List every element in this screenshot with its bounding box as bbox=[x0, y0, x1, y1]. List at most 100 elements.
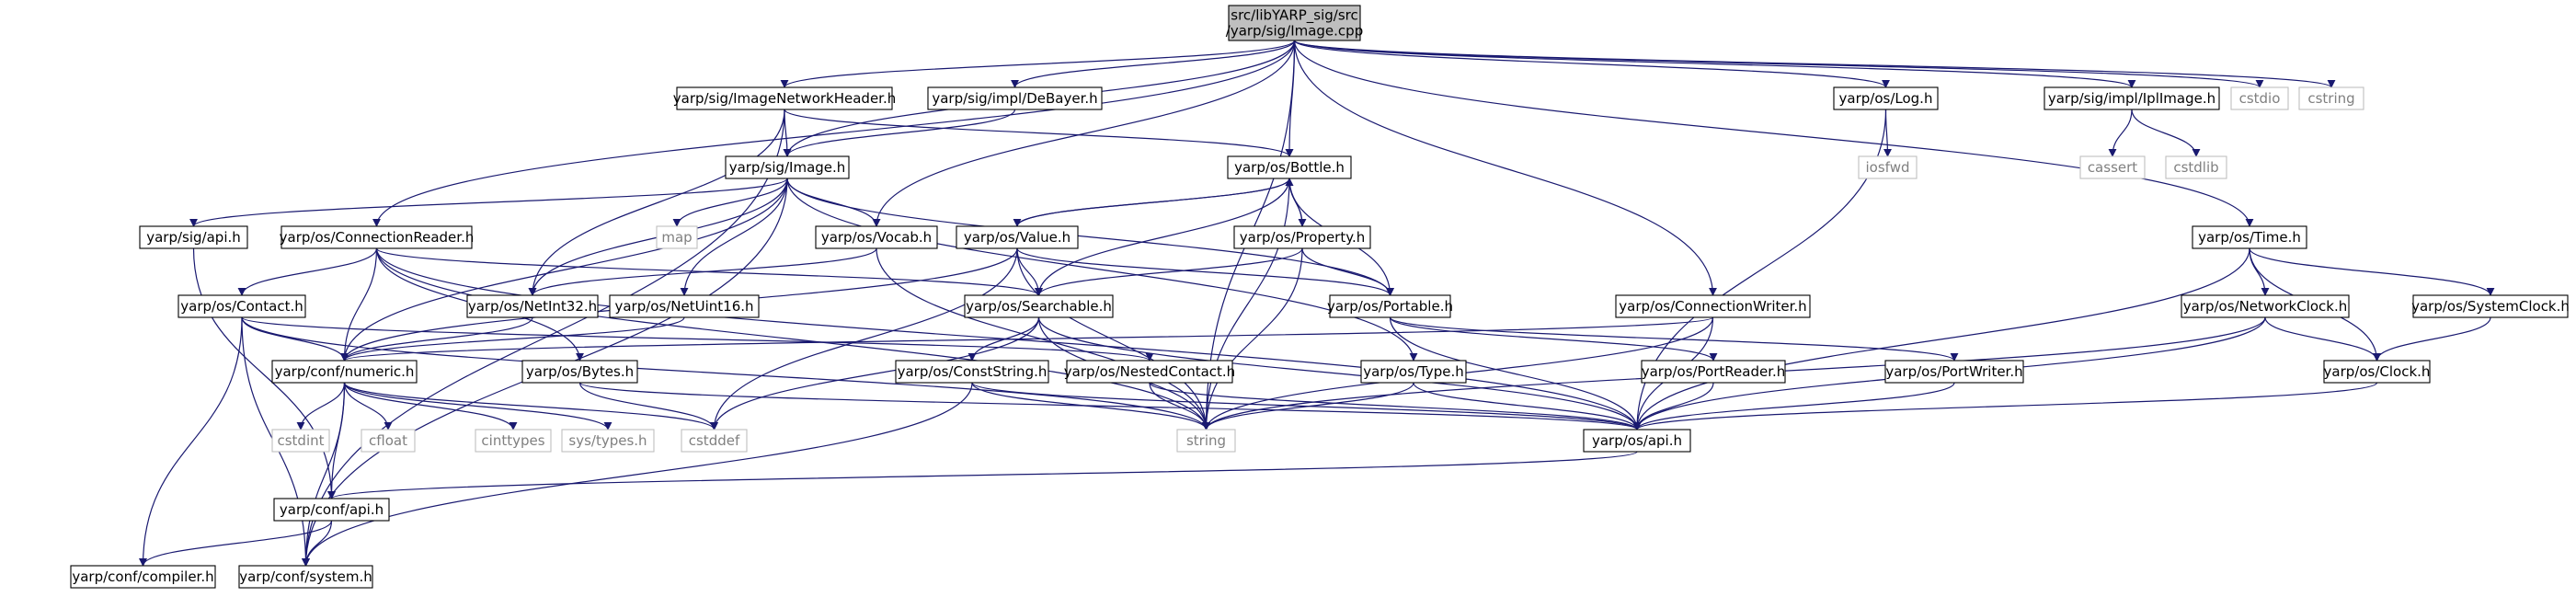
node-PortReader[interactable]: yarp/os/PortReader.h bbox=[1641, 360, 1786, 384]
edge-Value-to-cstddef bbox=[710, 247, 1018, 431]
edge-ConnectionReader-to-Contact bbox=[237, 247, 378, 296]
node-Value[interactable]: yarp/os/Value.h bbox=[956, 225, 1079, 249]
edge-Image-to-sigapi bbox=[189, 178, 788, 227]
nodes-layer: src/libYARP_sig/src/yarp/sig/Image.cppya… bbox=[70, 5, 2570, 589]
edge-root-to-cstdio bbox=[1293, 40, 2264, 88]
node-box-cstdio bbox=[2230, 86, 2289, 110]
node-box-Clock bbox=[2323, 360, 2431, 384]
node-root[interactable]: src/libYARP_sig/src/yarp/sig/Image.cpp bbox=[1226, 5, 1363, 41]
edge-ConnectionWriter-to-numeric bbox=[340, 316, 1714, 362]
node-label-cstdint: cstdint bbox=[277, 432, 324, 449]
edge-Contact-to-numeric bbox=[241, 316, 349, 362]
node-Clock[interactable]: yarp/os/Clock.h bbox=[2323, 360, 2431, 384]
node-label-root: src/libYARP_sig/src bbox=[1231, 7, 1358, 25]
node-PortWriter[interactable]: yarp/os/PortWriter.h bbox=[1884, 360, 2024, 384]
node-iosfwd: iosfwd bbox=[1858, 155, 1918, 179]
node-box-NetUint16 bbox=[609, 294, 760, 318]
node-Type[interactable]: yarp/os/Type.h bbox=[1360, 360, 1467, 384]
node-box-NetInt32 bbox=[466, 294, 599, 318]
edge-ConnectionReader-to-Searchable bbox=[375, 247, 1043, 296]
edge-ImageNetworkHeader-to-Bottle bbox=[784, 109, 1294, 157]
node-confapi[interactable]: yarp/conf/api.h bbox=[273, 498, 390, 522]
node-box-cstring bbox=[2298, 86, 2364, 110]
node-label-Portable: yarp/os/Portable.h bbox=[1327, 298, 1453, 315]
node-label-sigapi: yarp/sig/api.h bbox=[146, 229, 241, 246]
node-sigapi[interactable]: yarp/sig/api.h bbox=[139, 225, 248, 249]
node-Searchable[interactable]: yarp/os/Searchable.h bbox=[964, 294, 1114, 318]
node-box-numeric bbox=[271, 360, 418, 384]
node-Log[interactable]: yarp/os/Log.h bbox=[1833, 86, 1939, 110]
node-Property[interactable]: yarp/os/Property.h bbox=[1233, 225, 1371, 249]
node-box-Image bbox=[725, 155, 850, 179]
edge-Image-to-Type bbox=[786, 178, 1418, 362]
node-box-PortReader bbox=[1641, 360, 1786, 384]
edge-Bottle-to-Searchable bbox=[1035, 178, 1290, 296]
edge-root-to-Time bbox=[1293, 40, 2254, 227]
node-box-IplImage bbox=[2044, 86, 2220, 110]
edge-Type-to-string bbox=[1202, 382, 1414, 431]
node-label-Time: yarp/os/Time.h bbox=[2198, 229, 2301, 246]
node-ImageNetworkHeader[interactable]: yarp/sig/ImageNetworkHeader.h bbox=[673, 86, 897, 110]
node-map: map bbox=[656, 225, 698, 249]
node-box-PortWriter bbox=[1884, 360, 2024, 384]
node-system[interactable]: yarp/conf/system.h bbox=[238, 565, 373, 589]
edge-Bottle-to-string bbox=[1202, 178, 1290, 431]
edge-ImageNetworkHeader-to-NetInt32 bbox=[528, 109, 785, 296]
edge-Type-to-osapi bbox=[1413, 382, 1642, 431]
node-box-root bbox=[1228, 5, 1361, 41]
node-ConnectionWriter[interactable]: yarp/os/ConnectionWriter.h bbox=[1615, 294, 1811, 318]
node-NestedContact[interactable]: yarp/os/NestedContact.h bbox=[1064, 360, 1235, 384]
node-Vocab[interactable]: yarp/os/Vocab.h bbox=[815, 225, 938, 249]
node-label-osapi: yarp/os/api.h bbox=[1592, 432, 1682, 449]
edge-root-to-ConnectionReader bbox=[372, 40, 1296, 227]
edge-SystemClock-to-Clock bbox=[2373, 316, 2491, 362]
edge-numeric-to-cfloat bbox=[343, 382, 393, 431]
node-Bottle[interactable]: yarp/os/Bottle.h bbox=[1227, 155, 1352, 179]
node-numeric[interactable]: yarp/conf/numeric.h bbox=[271, 360, 418, 384]
node-box-cinttypes bbox=[475, 429, 552, 453]
edge-sigapi-to-confapi bbox=[192, 247, 336, 499]
node-label-ConnectionReader: yarp/os/ConnectionReader.h bbox=[280, 229, 475, 246]
node-IplImage[interactable]: yarp/sig/impl/IplImage.h bbox=[2044, 86, 2220, 110]
node-DeBayer[interactable]: yarp/sig/impl/DeBayer.h bbox=[927, 86, 1103, 110]
node-NetUint16[interactable]: yarp/os/NetUint16.h bbox=[609, 294, 760, 318]
node-box-Property bbox=[1233, 225, 1371, 249]
node-ConnectionReader[interactable]: yarp/os/ConnectionReader.h bbox=[280, 225, 475, 249]
edge-ConstString-to-osapi bbox=[971, 382, 1642, 431]
node-label-Bottle: yarp/os/Bottle.h bbox=[1234, 159, 1345, 176]
node-label-IplImage: yarp/sig/impl/IplImage.h bbox=[2048, 90, 2215, 107]
node-label-NetworkClock: yarp/os/NetworkClock.h bbox=[2183, 298, 2348, 315]
node-NetworkClock[interactable]: yarp/os/NetworkClock.h bbox=[2181, 294, 2350, 318]
node-label-PortWriter: yarp/os/PortWriter.h bbox=[1885, 363, 2022, 380]
node-cfloat: cfloat bbox=[361, 429, 416, 453]
node-label-compiler: yarp/conf/compiler.h bbox=[72, 568, 213, 585]
node-osapi[interactable]: yarp/os/api.h bbox=[1583, 429, 1691, 453]
node-label-cstddef: cstddef bbox=[689, 432, 740, 449]
node-SystemClock[interactable]: yarp/os/SystemClock.h bbox=[2411, 294, 2570, 318]
node-Contact[interactable]: yarp/os/Contact.h bbox=[177, 294, 306, 318]
node-label-cinttypes: cinttypes bbox=[481, 432, 544, 449]
node-Image[interactable]: yarp/sig/Image.h bbox=[725, 155, 850, 179]
node-box-sigapi bbox=[139, 225, 248, 249]
node-cstddef: cstddef bbox=[681, 429, 748, 453]
node-cstdio: cstdio bbox=[2230, 86, 2289, 110]
edge-NetUint16-to-numeric bbox=[340, 316, 685, 362]
edge-Image-to-NetUint16 bbox=[680, 178, 788, 296]
edge-numeric-to-cstdint bbox=[296, 382, 346, 431]
node-compiler[interactable]: yarp/conf/compiler.h bbox=[70, 565, 216, 589]
edge-IplImage-to-cassert bbox=[2108, 109, 2133, 157]
edge-Property-to-Bottle bbox=[1285, 178, 1303, 227]
edge-Value-to-string bbox=[1016, 247, 1210, 431]
node-label-map: map bbox=[661, 229, 692, 246]
node-ConstString[interactable]: yarp/os/ConstString.h bbox=[895, 360, 1049, 384]
node-Time[interactable]: yarp/os/Time.h bbox=[2192, 225, 2307, 249]
node-Portable[interactable]: yarp/os/Portable.h bbox=[1327, 294, 1453, 318]
node-NetInt32[interactable]: yarp/os/NetInt32.h bbox=[466, 294, 599, 318]
node-Bytes[interactable]: yarp/os/Bytes.h bbox=[521, 360, 638, 384]
node-label-PortReader: yarp/os/PortReader.h bbox=[1642, 363, 1786, 380]
node-label-cstdlib: cstdlib bbox=[2173, 159, 2218, 176]
edge-Image-to-map bbox=[672, 178, 788, 227]
node-box-ConstString bbox=[895, 360, 1049, 384]
edge-Value-to-Portable bbox=[1016, 247, 1394, 296]
